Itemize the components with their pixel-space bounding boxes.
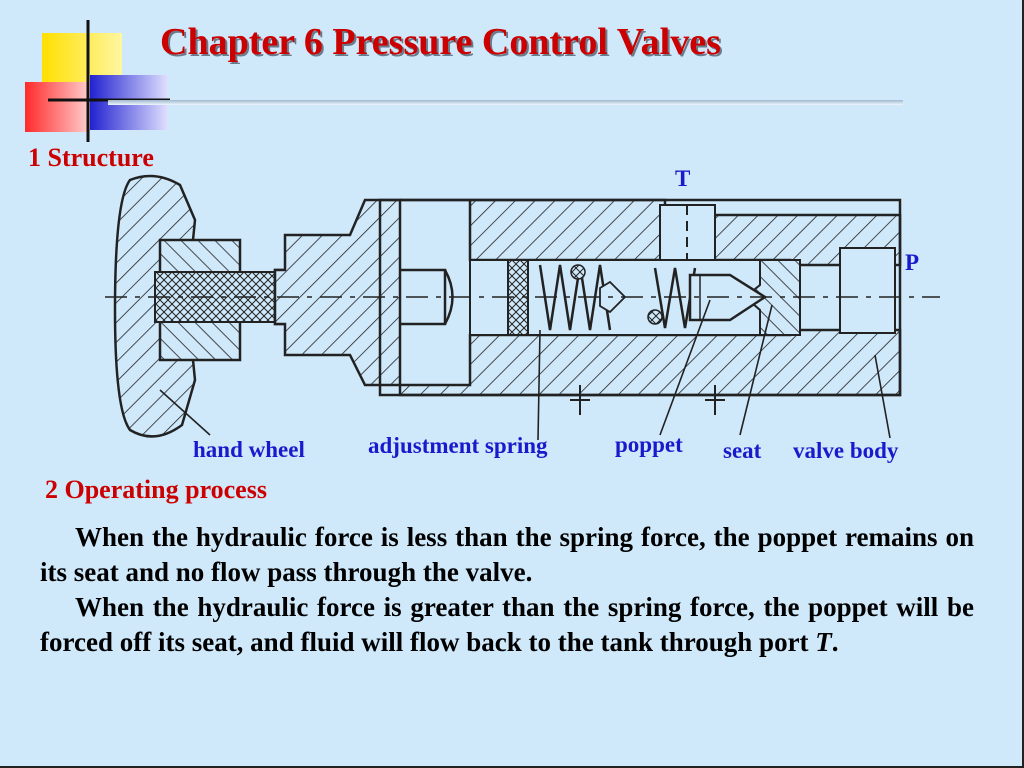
port-t-label: T [675,166,691,191]
paragraph-2-end: . [831,627,839,657]
paragraph-1: When the hydraulic force is less than th… [40,522,974,587]
operating-description: When the hydraulic force is less than th… [40,520,974,660]
corner-decoration [25,20,170,142]
valve-body-label: valve body [793,438,899,463]
valve-diagram [105,174,940,441]
seat-label: seat [723,438,762,463]
paragraph-2-text: When the hydraulic force is greater than… [40,592,974,657]
adjustment-spring-label: adjustment spring [368,433,548,458]
hand-wheel-label: hand wheel [193,437,305,462]
port-p-label: P [905,250,920,275]
title-underline [108,100,903,105]
section-operating-heading: 2 Operating process [45,475,267,504]
slide-title: Chapter 6 Pressure Control Valves [160,21,721,63]
section-structure-heading: 1 Structure [28,143,154,172]
paragraph-2: When the hydraulic force is greater than… [40,590,974,660]
poppet-label: poppet [615,432,683,457]
port-t-reference: T [815,627,832,657]
